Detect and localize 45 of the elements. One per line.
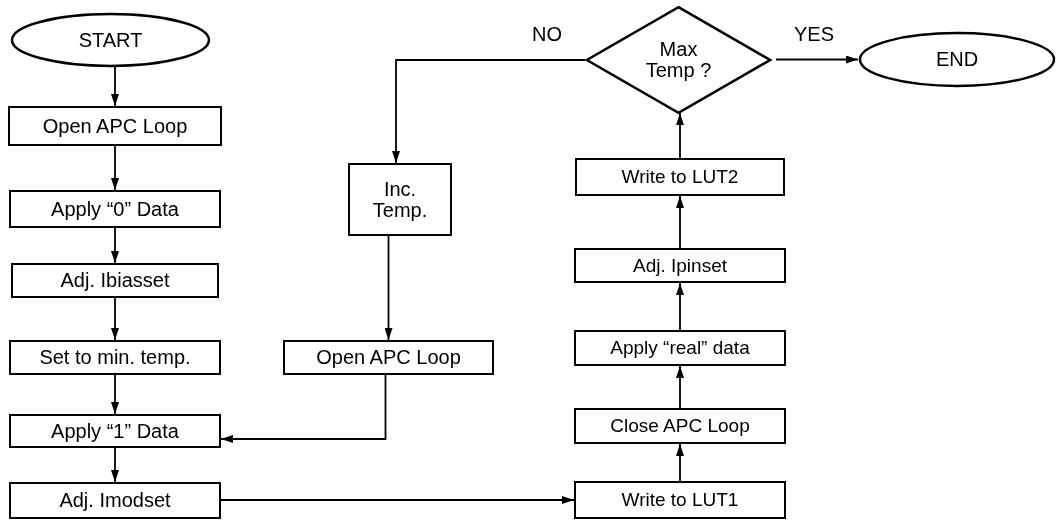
arrow bbox=[676, 443, 684, 482]
node-label: Max Temp ? bbox=[644, 39, 713, 81]
process-box bbox=[9, 482, 221, 519]
arrow bbox=[676, 195, 684, 249]
arrow bbox=[111, 374, 119, 415]
arrow bbox=[676, 112, 684, 159]
process-box bbox=[11, 263, 219, 298]
node-label: Open APC Loop bbox=[315, 347, 462, 368]
process-box bbox=[9, 190, 221, 228]
node-label: Set to min. temp. bbox=[38, 347, 192, 368]
arrow bbox=[111, 297, 119, 341]
arrow bbox=[392, 59, 586, 164]
arrow bbox=[676, 365, 684, 409]
node-label: Inc. Temp. bbox=[371, 178, 429, 221]
process-box bbox=[575, 158, 785, 196]
arrow bbox=[220, 496, 575, 504]
node-label: Adj. Imodset bbox=[58, 490, 172, 511]
node-label: Apply “0” Data bbox=[50, 198, 180, 220]
node-label: END bbox=[934, 49, 980, 70]
node-label: Write to LUT2 bbox=[620, 167, 740, 187]
process-box bbox=[574, 330, 786, 366]
node-label: Close APC Loop bbox=[609, 416, 751, 436]
process-box bbox=[283, 340, 494, 375]
process-box bbox=[574, 408, 786, 444]
node-label: Open APC Loop bbox=[41, 115, 189, 137]
node-label: Apply “1” Data bbox=[50, 420, 180, 442]
arrow bbox=[220, 374, 387, 443]
arrow bbox=[111, 66, 119, 107]
process-box bbox=[348, 163, 452, 236]
process-box bbox=[9, 340, 221, 375]
process-box bbox=[9, 414, 221, 448]
node-label: START bbox=[77, 29, 144, 51]
node-label: Adj. Ibiasset bbox=[59, 270, 171, 291]
node-label: Adj. Ipinset bbox=[632, 255, 728, 276]
arrow bbox=[775, 55, 859, 64]
arrow bbox=[676, 282, 684, 331]
arrow bbox=[111, 447, 119, 483]
arrow bbox=[384, 235, 393, 341]
arrow bbox=[111, 227, 119, 264]
node-label: Apply “real” data bbox=[609, 338, 751, 358]
arrow bbox=[111, 145, 119, 191]
process-box bbox=[574, 248, 786, 283]
process-box bbox=[574, 481, 786, 519]
process-box bbox=[8, 106, 222, 146]
node-label: Write to LUT1 bbox=[620, 490, 740, 510]
